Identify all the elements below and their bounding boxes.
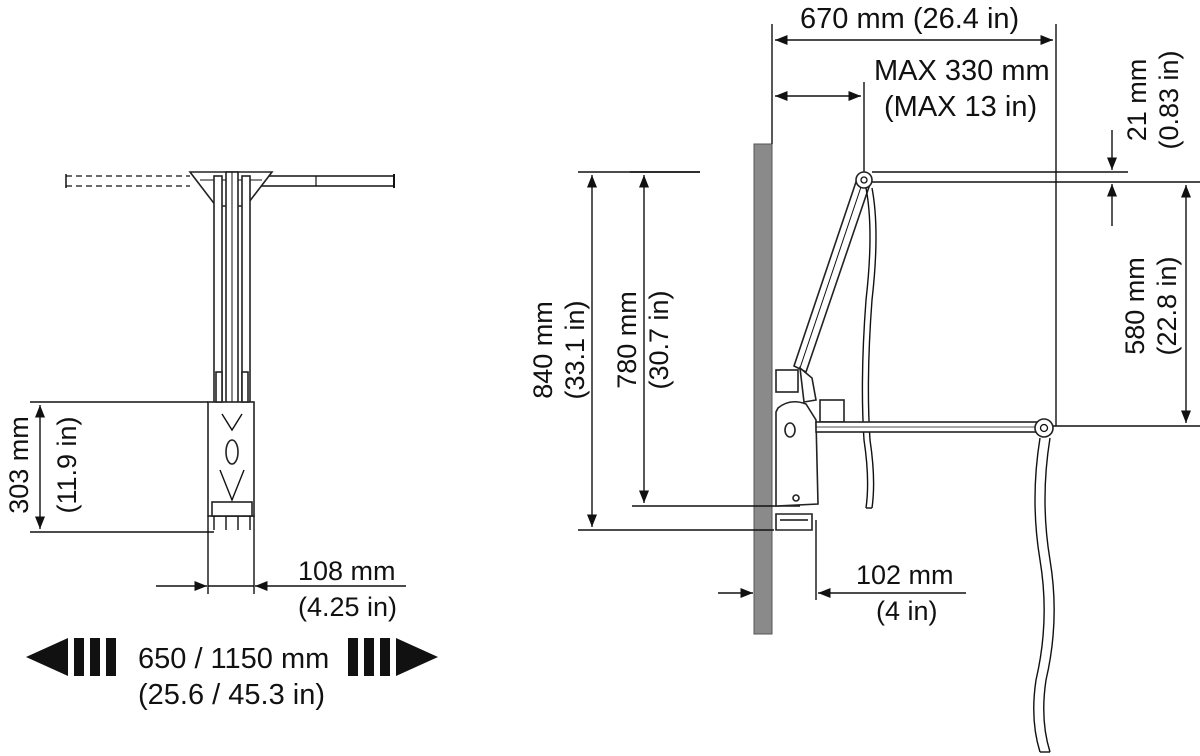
total-height-in: (33.1 in)	[560, 300, 590, 399]
front-height-mm: 303 mm	[4, 416, 34, 514]
rail-span-mm: 650 / 1150 mm	[138, 643, 329, 675]
front-view: 303 mm (11.9 in) 108 mm (4.25 in) 650 / …	[4, 171, 438, 711]
mount-height-in: (30.7 in)	[644, 290, 674, 389]
double-arrow-left-icon	[26, 638, 116, 676]
mount-height-mm: 780 mm	[612, 291, 642, 389]
depth-label: 670 mm (26.4 in)	[800, 3, 1019, 35]
front-width-mm: 108 mm	[298, 556, 396, 586]
top-offset-mm: 21 mm	[1122, 59, 1152, 142]
dim-depth	[771, 24, 1057, 426]
base-depth-mm: 102 mm	[856, 560, 954, 590]
drop-in: (22.8 in)	[1152, 256, 1182, 355]
total-height-mm: 840 mm	[528, 301, 558, 399]
side-view: 670 mm (26.4 in) MAX 330 mm (MAX 13 in) …	[528, 3, 1200, 753]
front-housing	[207, 371, 255, 530]
dim-reach	[775, 82, 865, 176]
wall	[753, 143, 773, 635]
dim-front-height	[30, 401, 214, 533]
top-offset-in: (0.83 in)	[1154, 50, 1184, 149]
mechanism-housing	[775, 366, 845, 531]
rail-solid	[259, 174, 395, 188]
reach-mm: MAX 330 mm	[874, 55, 1050, 87]
dim-drop	[1050, 185, 1200, 427]
pull-strap	[1033, 437, 1055, 753]
dim-total-height	[578, 171, 774, 531]
dim-base-depth	[718, 520, 966, 600]
dim-top-offset	[872, 130, 1200, 226]
rail-span-in: (25.6 / 45.3 in)	[138, 679, 325, 711]
dim-front-width	[156, 516, 406, 594]
front-width-in: (4.25 in)	[298, 592, 397, 622]
double-arrow-right-icon	[348, 638, 438, 676]
lower-arm	[815, 418, 1054, 438]
dim-mount-height	[630, 171, 800, 507]
rail-extension-dashed	[65, 174, 190, 188]
drop-mm: 580 mm	[1120, 257, 1150, 355]
front-height-in: (11.9 in)	[52, 416, 82, 513]
base-depth-in: (4 in)	[876, 596, 938, 626]
upper-arm	[793, 171, 877, 509]
reach-in: (MAX 13 in)	[884, 91, 1037, 123]
